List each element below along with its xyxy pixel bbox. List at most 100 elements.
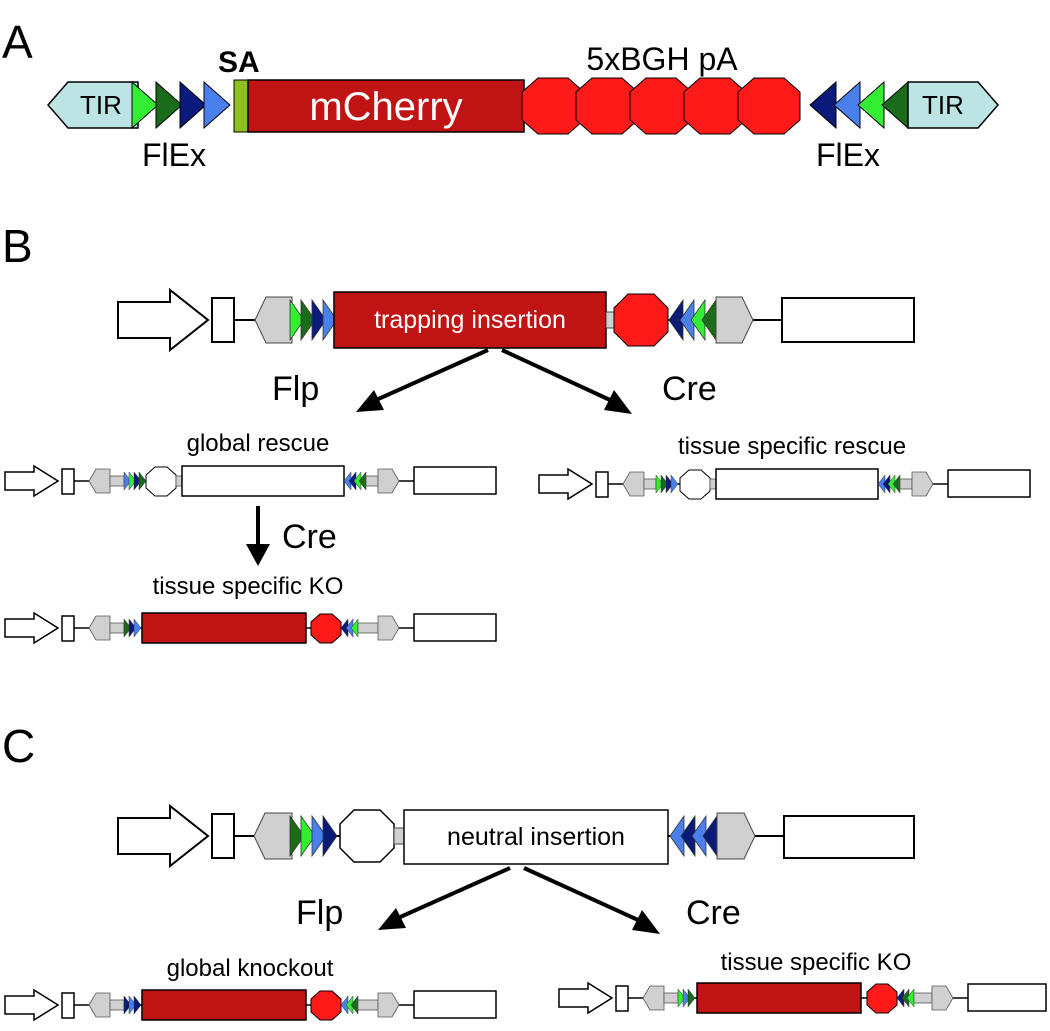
c-flp-arrowhead (378, 908, 406, 930)
tissue-ko-b-construct (4, 611, 497, 645)
polya-label: 5xBGH pA (586, 41, 738, 77)
tr-lox-2 (660, 474, 669, 494)
polya-octagon-1 (521, 77, 585, 135)
c-lox-4 (322, 814, 338, 858)
gr-exon-arrow (4, 464, 60, 498)
c-sa-mid (393, 827, 405, 845)
pa-octagon (613, 293, 669, 347)
polya-octagon-3 (629, 77, 693, 135)
flex-right-label: FlEx (816, 137, 880, 173)
gk-exon-box (61, 992, 75, 1019)
tkb-red-box (141, 612, 307, 644)
gk-red-box (141, 989, 307, 1021)
cre-label-b: Cre (662, 370, 717, 408)
gk-octagon (310, 990, 342, 1021)
flex-right-tri-1 (809, 80, 837, 130)
global-rescue-label: global rescue (187, 430, 330, 457)
gr-sa-right (365, 475, 379, 487)
flex-left-label: FlEx (142, 137, 206, 173)
flp-arrowhead (356, 390, 384, 412)
frt-right (715, 296, 754, 344)
tkc-exon-arrow (558, 981, 614, 1015)
flex-left-tri-4 (203, 80, 231, 130)
tissue-rescue-construct (538, 467, 1031, 501)
cre-down-label: Cre (282, 518, 337, 556)
tkc-lox-2 (682, 988, 691, 1008)
tr-exon-box (595, 471, 609, 498)
c-exon-box (211, 813, 235, 859)
tr-sa-left (643, 478, 657, 490)
lox-tri-4 (322, 298, 338, 342)
tkb-frt-left (88, 615, 111, 641)
tr-exon-right (947, 469, 1031, 498)
polya-octagon-4 (683, 77, 747, 135)
c-flp-arrow-line (397, 866, 511, 920)
gr-lox-3 (133, 471, 142, 491)
neutral-insertion-label: neutral insertion (447, 823, 625, 851)
tr-exon-arrow (538, 467, 594, 501)
c-cre-arrow-line (523, 866, 639, 922)
tkb-octagon (310, 613, 342, 644)
gk-frt-right (377, 992, 400, 1018)
tir-left-label: TIR (80, 90, 122, 120)
global-rescue-construct (4, 464, 497, 498)
gk-lox-2 (128, 995, 137, 1015)
tkb-sa-left (109, 622, 125, 634)
tkc-sa-left (663, 992, 679, 1004)
panel-a-letter: A (2, 16, 33, 68)
tr-sa-mid (709, 478, 717, 490)
polya-octagon-5 (737, 77, 801, 135)
gk-exon-right (413, 990, 497, 1019)
tkb-sa-right (357, 622, 379, 634)
panel-c-letter: C (2, 720, 35, 772)
tkb-frt-right (377, 615, 400, 641)
flex-right-tri-2 (833, 80, 861, 130)
tkb-exon-arrow (4, 611, 60, 645)
sa-block (233, 79, 249, 133)
sa-label: SA (218, 46, 260, 79)
neutral-insertion-box (403, 809, 669, 865)
flex-right-tri-3 (857, 80, 885, 130)
gr-exon-box (61, 468, 75, 495)
tissue-ko-c-label: tissue specific KO (721, 949, 912, 976)
panel-b-arrows: Flp Cre (272, 348, 717, 414)
gr-lox-2 (128, 471, 137, 491)
tir-right-label: TIR (922, 90, 964, 120)
flex-left-tri-3 (179, 80, 207, 130)
gk-lox-1 (123, 995, 132, 1015)
global-knockout-construct (4, 988, 497, 1022)
panel-b-top-construct: trapping insertion (117, 287, 915, 353)
tkc-red-box (696, 982, 862, 1014)
panel-a-construct: TIR FlEx SA mCherry 5xBGH pA FlEx TIR (47, 41, 999, 173)
exon-box (211, 297, 235, 343)
c-octagon (339, 809, 395, 863)
panel-c-arrows: Flp Cre (296, 866, 741, 934)
cre-arrow-line (501, 348, 611, 402)
gr-insertion-box (181, 465, 345, 497)
cre-label-c: Cre (686, 894, 741, 932)
flex-right-tri-4 (881, 80, 909, 130)
tissue-ko-b-label: tissue specific KO (153, 573, 344, 600)
polya-octagons (521, 77, 801, 135)
tkb-lox-2 (128, 618, 137, 638)
exon-right-box (781, 297, 915, 343)
gr-frt-right (377, 468, 400, 494)
mcherry-block (247, 79, 525, 133)
c-exon-arrow (117, 803, 210, 869)
frt-left (254, 296, 293, 344)
cre-down-head (246, 544, 270, 566)
flp-label-b: Flp (272, 370, 319, 408)
polya-octagon-2 (575, 77, 639, 135)
tkc-lox-3 (687, 988, 696, 1008)
gr-lox-4 (138, 471, 147, 491)
tr-sa-right (899, 478, 913, 490)
tissue-ko-c-construct (558, 981, 1047, 1015)
lox-tri-3 (311, 298, 327, 342)
tkc-frt-right (931, 985, 954, 1011)
trapping-insertion-box (333, 291, 607, 349)
flp-label-c: Flp (296, 894, 343, 932)
gr-sa-mid (175, 475, 183, 487)
c-lox-1 (289, 814, 305, 858)
cre-arrowhead (604, 390, 632, 414)
